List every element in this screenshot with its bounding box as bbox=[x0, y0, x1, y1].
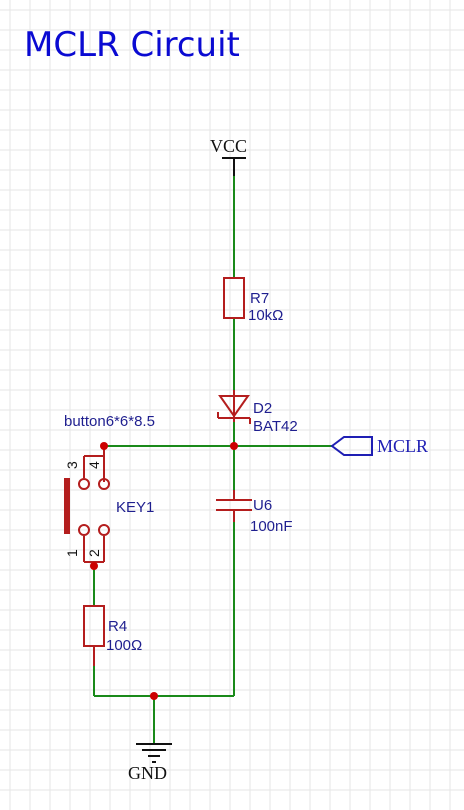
mclr-port-label: MCLR bbox=[377, 436, 428, 456]
r4-value: 100Ω bbox=[106, 637, 142, 654]
key1-pin-2: 2 bbox=[86, 549, 102, 557]
u6-capacitor[interactable] bbox=[216, 490, 252, 522]
diagram-title: MCLR Circuit bbox=[24, 25, 240, 65]
junction-dot bbox=[100, 442, 108, 450]
key1-pin-1: 1 bbox=[64, 549, 80, 557]
d2-diode[interactable] bbox=[217, 390, 251, 424]
u6-value: 100nF bbox=[250, 518, 293, 535]
junction-dot bbox=[150, 692, 158, 700]
key1-pin-4: 4 bbox=[86, 461, 102, 469]
mclr-port-flag[interactable] bbox=[330, 436, 373, 456]
r7-resistor[interactable] bbox=[223, 277, 245, 319]
u6-ref: U6 bbox=[253, 497, 272, 514]
r7-value: 10kΩ bbox=[248, 307, 283, 324]
r4-resistor[interactable] bbox=[83, 605, 105, 647]
r4-ref: R4 bbox=[108, 618, 127, 635]
d2-ref: D2 bbox=[253, 400, 272, 417]
gnd-label: GND bbox=[128, 763, 167, 783]
key1-pin-3: 3 bbox=[64, 461, 80, 469]
key1-ref: KEY1 bbox=[116, 499, 154, 516]
vcc-label: VCC bbox=[210, 136, 247, 156]
junction-dot bbox=[230, 442, 238, 450]
vcc-power-symbol[interactable] bbox=[222, 157, 246, 176]
gnd-power-symbol[interactable] bbox=[136, 743, 172, 763]
d2-value: BAT42 bbox=[253, 418, 298, 435]
key1-button[interactable] bbox=[64, 446, 110, 563]
junction-dot bbox=[90, 562, 98, 570]
r7-ref: R7 bbox=[250, 290, 269, 307]
key1-footprint: button6*6*8.5 bbox=[64, 413, 155, 430]
